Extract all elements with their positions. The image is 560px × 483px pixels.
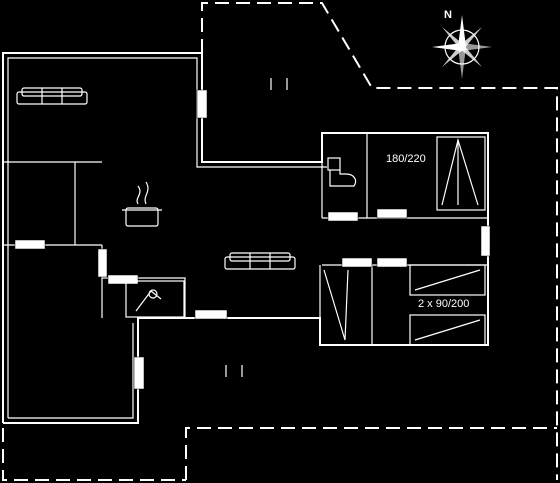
outer-walls — [2, 52, 489, 424]
door — [196, 89, 208, 119]
compass-icon — [432, 15, 492, 79]
door — [341, 257, 373, 268]
double-bed — [436, 136, 486, 211]
door — [194, 309, 228, 320]
bed-label-bedroom-1: 180/220 — [386, 153, 426, 165]
door — [376, 257, 408, 268]
door — [327, 211, 359, 222]
sofa-icon — [16, 87, 88, 105]
door — [14, 239, 46, 250]
toilet-icon — [327, 157, 357, 187]
door — [107, 274, 139, 285]
doors — [14, 89, 491, 390]
door — [480, 225, 491, 257]
single-beds — [323, 264, 486, 346]
door — [133, 356, 145, 390]
north-label: N — [444, 9, 452, 21]
bed-label-bedroom-2: 2 x 90/200 — [418, 298, 469, 310]
cooking-pot-icon — [122, 181, 162, 227]
door — [97, 248, 108, 278]
shower-icon — [125, 280, 185, 318]
terrace-mark-icon — [270, 78, 288, 90]
sofa-icon — [224, 252, 296, 270]
terrace-mark-icon — [225, 365, 243, 377]
door — [376, 208, 408, 219]
